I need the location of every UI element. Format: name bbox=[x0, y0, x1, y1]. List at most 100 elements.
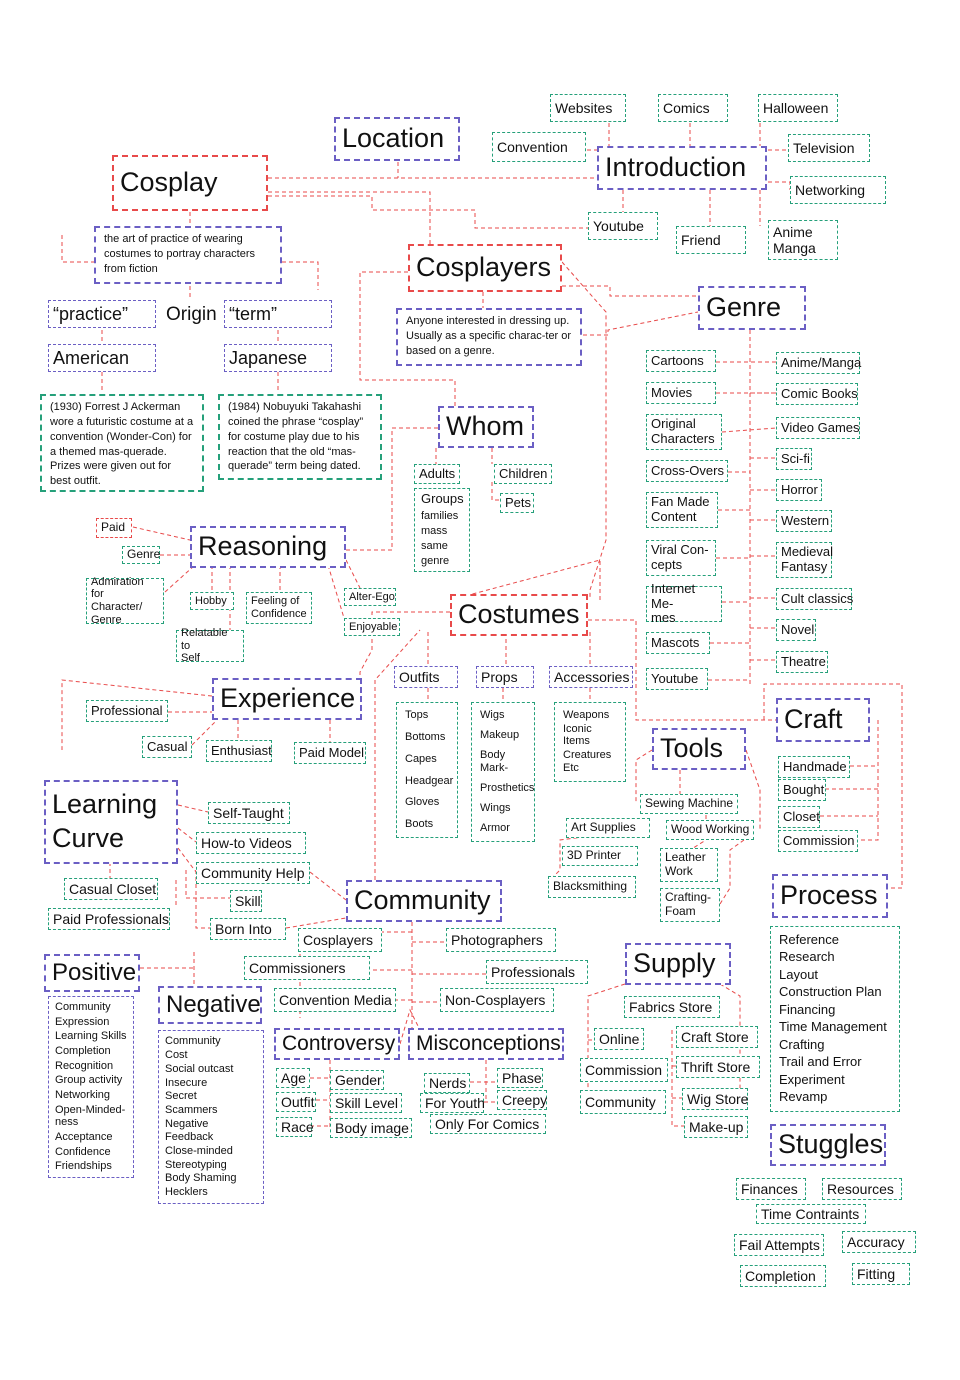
struggle-accuracy[interactable]: Accuracy bbox=[842, 1231, 916, 1253]
genre-mascots[interactable]: Mascots bbox=[646, 632, 710, 654]
genre-youtube[interactable]: Youtube bbox=[646, 668, 708, 690]
introduction-node[interactable]: Introduction bbox=[597, 146, 767, 190]
learning-self-taught[interactable]: Self-Taught bbox=[208, 802, 290, 824]
genre-cartoons[interactable]: Cartoons bbox=[646, 350, 716, 372]
supply-community[interactable]: Community bbox=[580, 1090, 666, 1114]
intro-websites[interactable]: Websites bbox=[550, 94, 626, 122]
craft-closet[interactable]: Closet bbox=[778, 806, 820, 828]
experience-professional[interactable]: Professional bbox=[86, 700, 168, 722]
reasoning-admiration[interactable]: Admiration for Character/ Genre bbox=[86, 576, 164, 626]
reasoning-paid[interactable]: Paid bbox=[96, 518, 132, 538]
whom-node[interactable]: Whom bbox=[438, 406, 534, 448]
intro-halloween[interactable]: Halloween bbox=[758, 94, 838, 122]
whom-children[interactable]: Children bbox=[494, 464, 552, 484]
learning-skill[interactable]: Skill bbox=[230, 890, 262, 912]
tools-leather[interactable]: Leather Work bbox=[660, 848, 718, 882]
genre-western[interactable]: Western bbox=[776, 510, 832, 532]
misconceptions-node[interactable]: Misconceptions bbox=[408, 1028, 564, 1060]
reasoning-alter-ego[interactable]: Alter-Ego bbox=[344, 588, 396, 606]
community-non-cosplayers[interactable]: Non-Cosplayers bbox=[440, 988, 554, 1012]
struggle-time[interactable]: Time Contraints bbox=[756, 1204, 866, 1224]
controversy-outfit[interactable]: Outfit bbox=[276, 1092, 316, 1112]
cosplay-node[interactable]: Cosplay bbox=[112, 155, 268, 211]
genre-cult-classics[interactable]: Cult classics bbox=[776, 588, 853, 610]
misconception-creepy[interactable]: Creepy bbox=[497, 1090, 547, 1110]
genre-sci-fi[interactable]: Sci-fi bbox=[776, 448, 812, 470]
learning-how-to[interactable]: How-to Videos bbox=[196, 832, 306, 854]
genre-novel[interactable]: Novel bbox=[776, 619, 816, 641]
controversy-age[interactable]: Age bbox=[276, 1068, 310, 1088]
supply-online[interactable]: Online bbox=[594, 1028, 644, 1050]
learning-casual-closet[interactable]: Casual Closet bbox=[64, 878, 158, 900]
tools-art-supplies[interactable]: Art Supplies bbox=[566, 818, 650, 838]
genre-viral[interactable]: Viral Con- cepts bbox=[646, 540, 716, 576]
process-node[interactable]: Process bbox=[772, 874, 888, 918]
community-convention-media[interactable]: Convention Media bbox=[274, 988, 396, 1012]
costumes-accessories[interactable]: Accessories bbox=[549, 666, 633, 688]
tools-wood-working[interactable]: Wood Working bbox=[666, 820, 754, 840]
experience-paid-model[interactable]: Paid Model bbox=[294, 742, 366, 764]
reasoning-hobby[interactable]: Hobby bbox=[190, 592, 234, 610]
whom-pets[interactable]: Pets bbox=[500, 493, 534, 513]
genre-movies[interactable]: Movies bbox=[646, 382, 716, 404]
intro-television[interactable]: Television bbox=[788, 134, 870, 162]
genre-memes[interactable]: Internet Me- mes bbox=[646, 581, 722, 625]
location-node[interactable]: Location bbox=[334, 117, 460, 161]
american-node[interactable]: American bbox=[48, 344, 156, 372]
tools-sewing[interactable]: Sewing Machine bbox=[640, 794, 738, 814]
struggle-finances[interactable]: Finances bbox=[736, 1178, 806, 1200]
intro-comics[interactable]: Comics bbox=[658, 94, 728, 122]
cosplayers-node[interactable]: Cosplayers bbox=[408, 244, 562, 292]
genre-node[interactable]: Genre bbox=[698, 286, 806, 330]
community-professionals[interactable]: Professionals bbox=[486, 960, 588, 984]
reasoning-genre[interactable]: Genre bbox=[122, 546, 160, 564]
tools-3d-printer[interactable]: 3D Printer bbox=[562, 846, 638, 866]
community-node[interactable]: Community bbox=[346, 880, 502, 922]
craft-handmade[interactable]: Handmade bbox=[778, 756, 850, 778]
reasoning-node[interactable]: Reasoning bbox=[190, 526, 346, 568]
genre-horror[interactable]: Horror bbox=[776, 479, 822, 501]
genre-medieval-fantasy[interactable]: Medieval Fantasy bbox=[776, 542, 833, 578]
learning-curve-node[interactable]: Learning Curve bbox=[44, 780, 178, 864]
misconception-phase[interactable]: Phase bbox=[497, 1068, 543, 1088]
japanese-node[interactable]: Japanese bbox=[224, 344, 332, 372]
tools-blacksmithing[interactable]: Blacksmithing bbox=[548, 876, 636, 898]
intro-friend[interactable]: Friend bbox=[676, 226, 746, 254]
experience-casual[interactable]: Casual bbox=[142, 736, 192, 758]
supply-commission[interactable]: Commission bbox=[580, 1058, 668, 1082]
reasoning-relatable[interactable]: Relatable to Self bbox=[176, 627, 244, 664]
tools-foam[interactable]: Crafting- Foam bbox=[660, 888, 720, 922]
controversy-node[interactable]: Controversy bbox=[274, 1028, 400, 1060]
supply-craft-store[interactable]: Craft Store bbox=[676, 1026, 758, 1048]
genre-anime-manga[interactable]: Anime/Manga bbox=[776, 352, 861, 374]
genre-cross-overs[interactable]: Cross-Overs bbox=[646, 460, 728, 482]
craft-node[interactable]: Craft bbox=[776, 698, 870, 742]
supply-wig-store[interactable]: Wig Store bbox=[682, 1088, 748, 1110]
struggle-fail-attempts[interactable]: Fail Attempts bbox=[734, 1234, 824, 1256]
craft-commission[interactable]: Commission bbox=[778, 830, 858, 852]
supply-fabrics-store[interactable]: Fabrics Store bbox=[624, 996, 720, 1018]
struggle-fitting[interactable]: Fitting bbox=[852, 1263, 910, 1285]
experience-enthusiast[interactable]: Enthusiast bbox=[206, 740, 272, 762]
controversy-skill-level[interactable]: Skill Level bbox=[330, 1093, 402, 1113]
genre-original-characters[interactable]: Original Characters bbox=[646, 414, 722, 450]
controversy-race[interactable]: Race bbox=[276, 1117, 314, 1137]
misconception-only-for-comics[interactable]: Only For Comics bbox=[430, 1114, 546, 1134]
learning-born-into[interactable]: Born Into bbox=[210, 918, 286, 940]
misconception-for-youth[interactable]: For Youth bbox=[420, 1093, 485, 1113]
genre-comic-books[interactable]: Comic Books bbox=[776, 383, 858, 405]
practice-node[interactable]: “practice” bbox=[48, 300, 156, 328]
term-node[interactable]: “term” bbox=[224, 300, 332, 328]
intro-networking[interactable]: Networking bbox=[790, 176, 886, 204]
experience-node[interactable]: Experience bbox=[212, 678, 362, 720]
tools-node[interactable]: Tools bbox=[652, 728, 746, 770]
reasoning-confidence[interactable]: Feeling of Confidence bbox=[246, 592, 312, 624]
genre-video-games[interactable]: Video Games bbox=[776, 417, 860, 439]
learning-paid-professionals[interactable]: Paid Professionals bbox=[48, 908, 170, 930]
costumes-props[interactable]: Props bbox=[476, 666, 534, 688]
craft-bought[interactable]: Bought bbox=[778, 779, 826, 801]
community-cosplayers[interactable]: Cosplayers bbox=[298, 928, 382, 952]
controversy-body-image[interactable]: Body image bbox=[330, 1118, 412, 1138]
genre-theatre[interactable]: Theatre bbox=[776, 651, 828, 673]
